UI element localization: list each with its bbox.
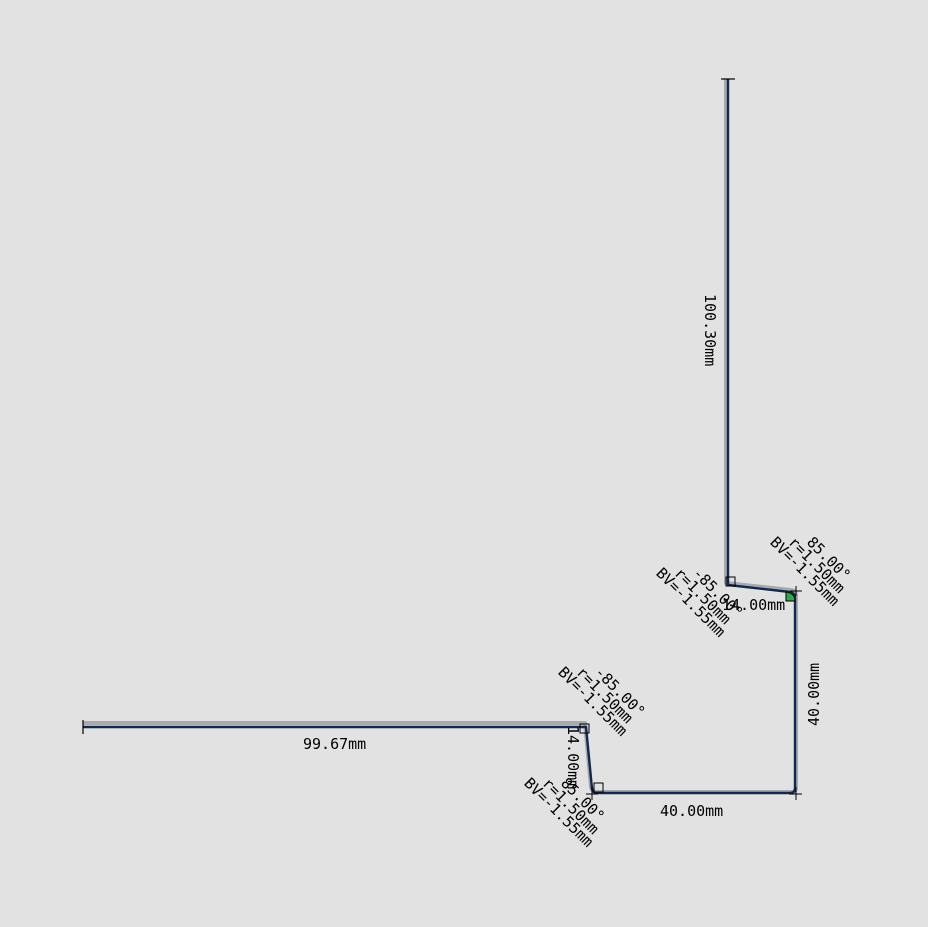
profile-line[interactable] bbox=[83, 79, 797, 795]
profile-shadow bbox=[83, 79, 798, 794]
length-label-lower-return: 14.00mm bbox=[564, 726, 582, 789]
bend-marker-upper-right[interactable] bbox=[785, 591, 796, 602]
length-label-bottom-web: 40.00mm bbox=[660, 802, 723, 820]
length-label-left-flange: 99.67mm bbox=[303, 735, 366, 753]
bend-marker-upper-left[interactable] bbox=[725, 576, 736, 587]
length-label-top-flange: 100.30mm bbox=[701, 294, 719, 366]
length-label-upper-return: 14.00mm bbox=[722, 596, 785, 614]
corner-tick-right-bottom bbox=[789, 787, 802, 800]
bend-marker-lower-left-bottom[interactable] bbox=[593, 782, 604, 793]
corner-tick-bottom-left bbox=[586, 787, 598, 800]
bend-annotation-upper-left: -85.00° r=1.50mm BV=-1.55mm bbox=[652, 564, 746, 641]
corner-tick-right-top bbox=[790, 586, 802, 596]
bend-marker-lower-left-top[interactable] bbox=[579, 723, 590, 734]
length-label-right-web: 40.00mm bbox=[805, 663, 823, 726]
